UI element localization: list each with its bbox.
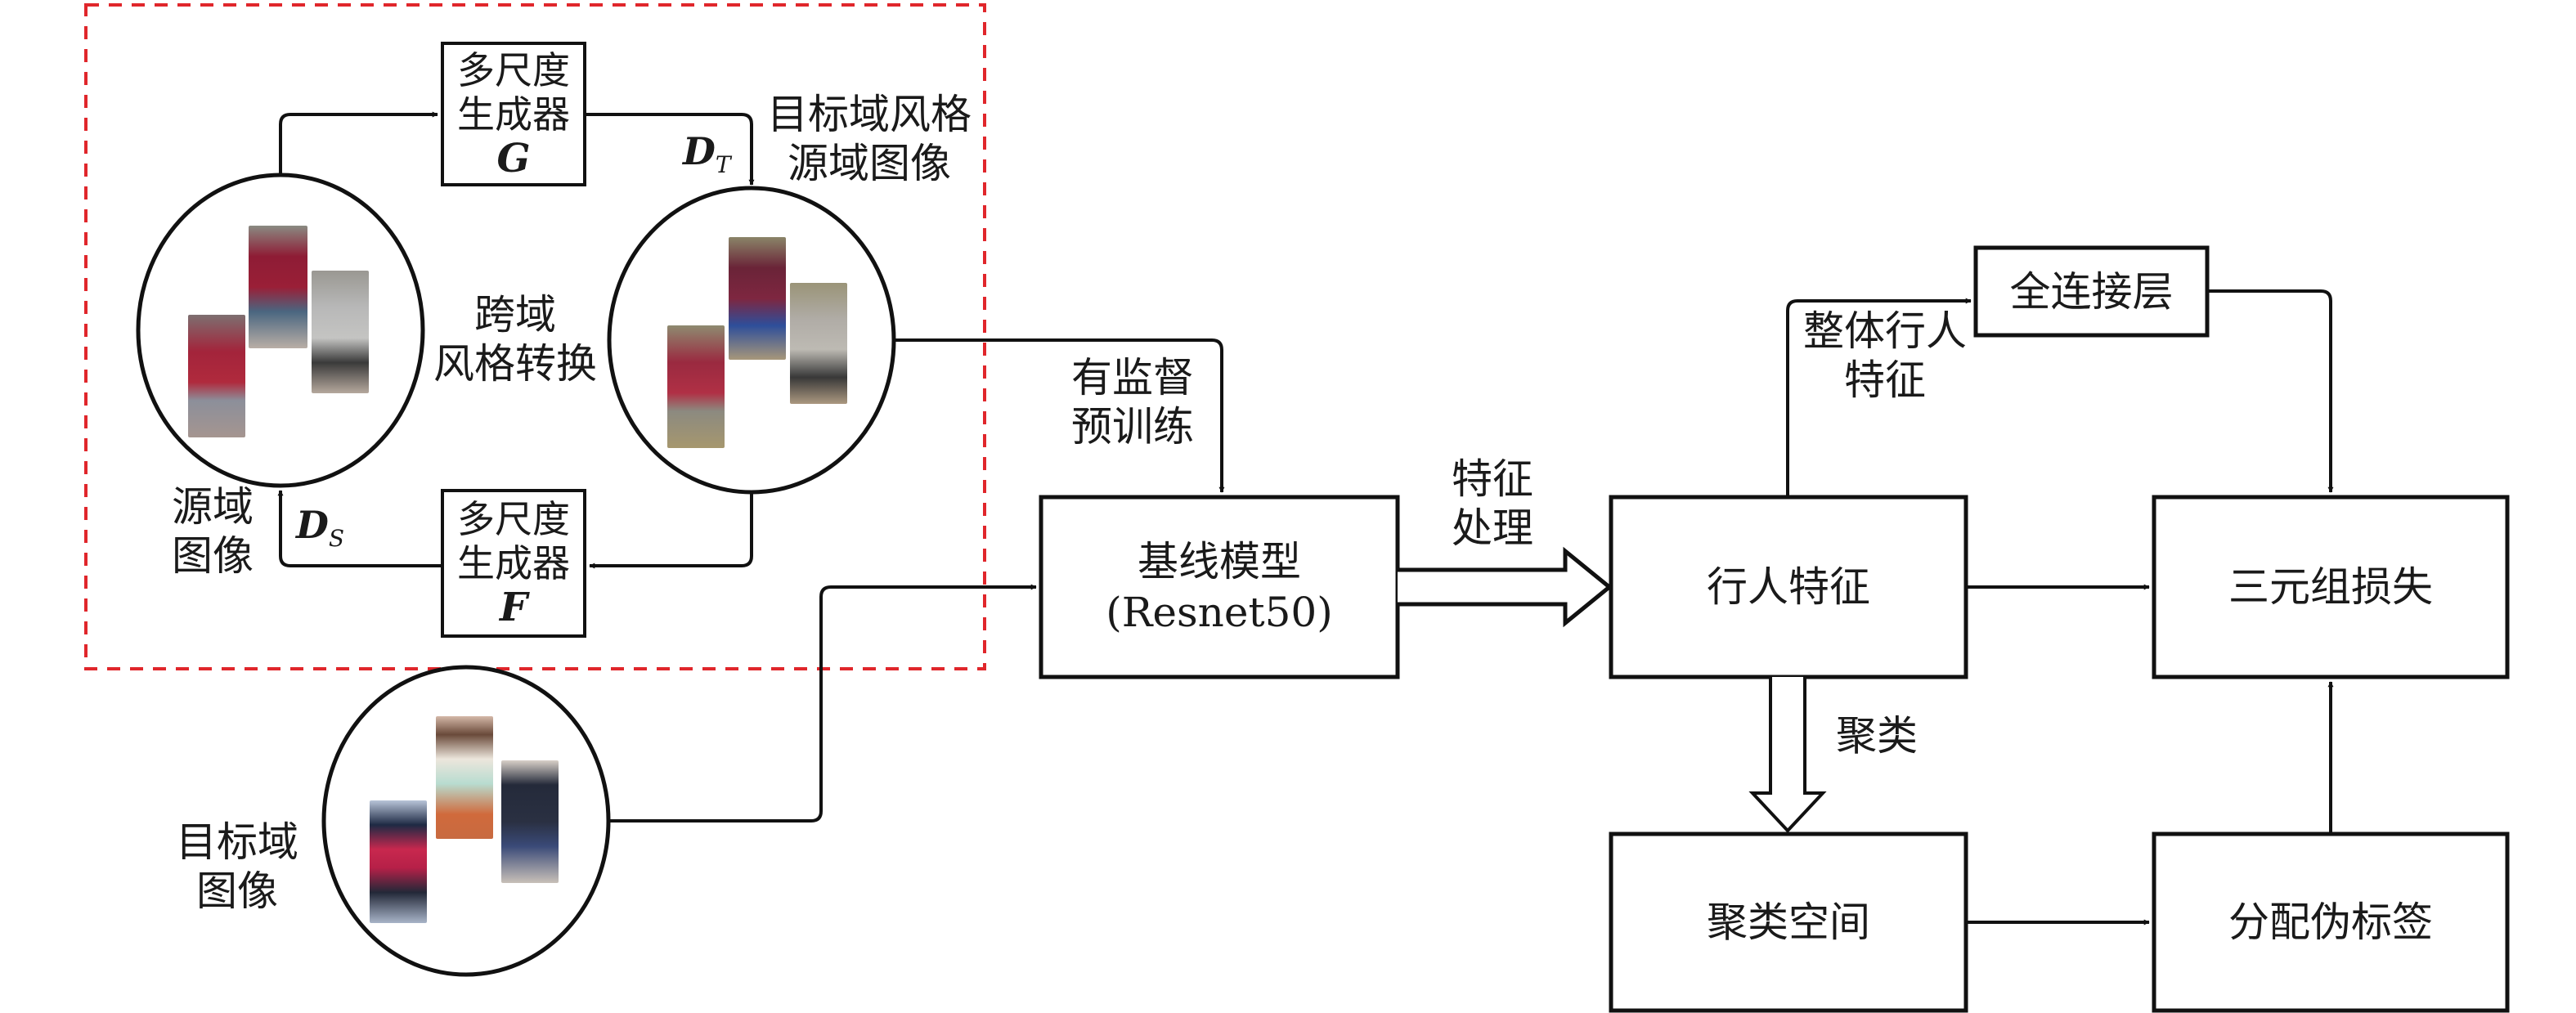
global-features-label: 整体行人 特征	[1791, 307, 1979, 405]
cross-domain-line2: 风格转换	[433, 340, 597, 388]
person-features-label: 行人特征	[1611, 497, 1966, 677]
baseline-line2: (Resnet50)	[1106, 589, 1333, 636]
discriminator-t-subscript: T	[715, 151, 731, 179]
generator-g-line1: 多尺度	[457, 47, 570, 92]
feature-processing-line2: 处理	[1452, 504, 1533, 552]
target-style-source-label: 目标域风格 源域图像	[751, 90, 988, 188]
style-transfer-region	[84, 3, 986, 670]
target-domain-line2: 图像	[196, 867, 278, 915]
pseudo-label-text: 分配伪标签	[2228, 899, 2433, 946]
source-person-image	[249, 226, 307, 348]
target-domain-line1: 目标域	[176, 818, 298, 866]
discriminator-s-subscript: S	[328, 525, 345, 553]
target-domain-label: 目标域 图像	[164, 818, 311, 916]
fc-layer-box	[1973, 245, 2210, 338]
discriminator-t-label: DT	[683, 129, 731, 178]
cluster-space-label: 聚类空间	[1611, 834, 1966, 1011]
target-person-image	[436, 716, 493, 839]
generator-f-symbol: F	[499, 585, 528, 630]
clustering-label: 聚类	[1828, 711, 1926, 760]
global-features-line1: 整体行人	[1803, 307, 1967, 355]
discriminator-s-label: DS	[296, 503, 344, 552]
clustering-text: 聚类	[1836, 712, 1918, 760]
arrow-f-to-source	[277, 490, 442, 567]
translated-person-image	[729, 237, 786, 360]
person-features-text: 行人特征	[1707, 563, 1870, 611]
triplet-loss-label: 三元组损失	[2154, 497, 2507, 677]
cross-domain-style-transfer-label: 跨域 风格转换	[417, 290, 613, 388]
generator-f-box	[441, 489, 586, 638]
source-person-image	[312, 271, 369, 393]
arrow-fc-to-triplet	[2207, 289, 2334, 493]
feature-processing-line1: 特征	[1452, 455, 1533, 503]
feature-processing-arrow	[1398, 546, 1613, 628]
generator-g-label: 多尺度 生成器 G	[442, 43, 585, 185]
target-person-image	[370, 800, 427, 923]
source-person-image	[188, 315, 245, 437]
discriminator-t-symbol: D	[683, 129, 716, 173]
generator-g-line2: 生成器	[457, 92, 570, 137]
triplet-loss-text: 三元组损失	[2228, 563, 2433, 611]
generator-f-label: 多尺度 生成器 F	[442, 491, 585, 636]
baseline-model-label: 基线模型 (Resnet50)	[1041, 497, 1398, 677]
source-domain-line1: 源域	[172, 483, 254, 531]
pseudo-label-label: 分配伪标签	[2154, 834, 2507, 1011]
discriminator-s-symbol: D	[296, 503, 329, 547]
arrow-translated-to-f	[589, 492, 753, 569]
arrow-target-to-baseline	[608, 584, 1037, 823]
target-style-line2: 源域图像	[788, 140, 951, 187]
target-person-image	[501, 760, 559, 883]
supervised-pretraining-label: 有监督 预训练	[1059, 353, 1206, 451]
supervised-line1: 有监督	[1071, 354, 1194, 401]
supervised-line2: 预训练	[1071, 403, 1194, 450]
target-style-line1: 目标域风格	[767, 91, 972, 138]
translated-person-image	[667, 325, 725, 448]
generator-f-line1: 多尺度	[457, 497, 570, 541]
translated-person-image	[790, 283, 847, 404]
triplet-loss-box	[2152, 495, 2510, 679]
pseudo-label-box	[2152, 831, 2510, 1013]
arrow-g-to-translated	[585, 113, 755, 186]
cross-domain-line1: 跨域	[474, 291, 556, 338]
arrow-source-to-g	[279, 111, 438, 175]
arrow-translated-to-baseline	[894, 338, 1225, 493]
source-domain-label: 源域 图像	[159, 482, 266, 580]
global-features-line2: 特征	[1844, 356, 1926, 404]
feature-processing-label: 特征 处理	[1435, 455, 1550, 553]
fc-layer-label: 全连接层	[1976, 248, 2207, 335]
baseline-line1: 基线模型	[1138, 538, 1301, 585]
generator-f-line2: 生成器	[457, 541, 570, 585]
generator-g-box	[441, 42, 586, 186]
generator-g-symbol: G	[496, 135, 531, 182]
fc-layer-text: 全连接层	[2009, 267, 2174, 316]
clustering-arrow	[1748, 677, 1827, 833]
source-domain-line2: 图像	[172, 532, 254, 580]
arrow-person-to-fc	[1786, 298, 1972, 497]
cluster-space-text: 聚类空间	[1707, 899, 1870, 946]
